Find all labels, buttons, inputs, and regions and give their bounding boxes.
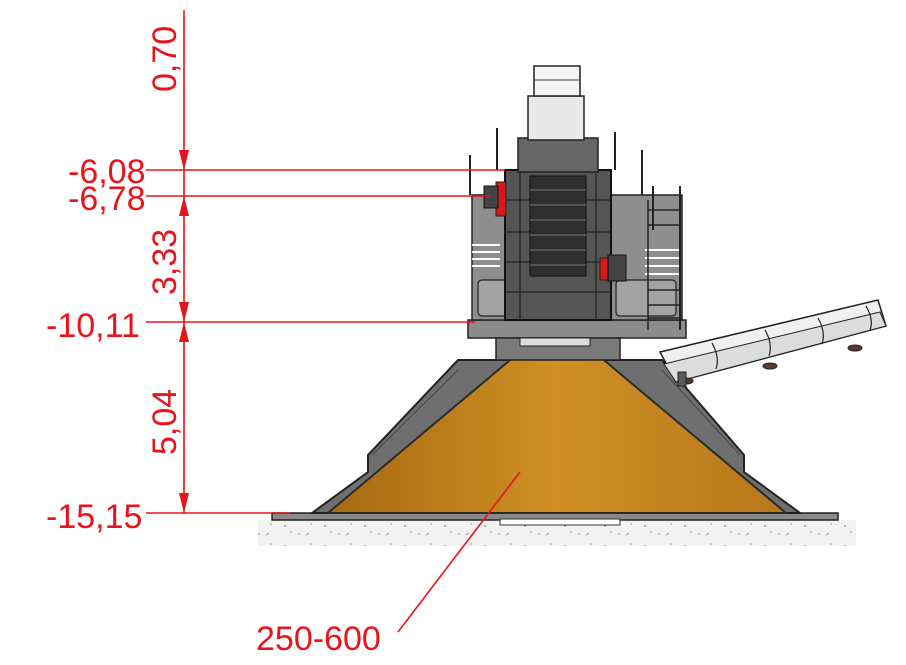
material-size-label: 250-600 bbox=[256, 620, 381, 658]
elevation-label-1: -6,08 bbox=[68, 153, 146, 191]
belt-conveyor-icon bbox=[658, 299, 887, 387]
foundation-slab bbox=[258, 512, 856, 546]
crusher-station-icon bbox=[467, 65, 687, 361]
height-label-middle: 3,33 bbox=[146, 229, 184, 295]
elevation-label-4: -15,15 bbox=[46, 498, 142, 536]
height-label-top: 0,70 bbox=[146, 26, 184, 92]
height-label-bottom: 5,04 bbox=[146, 389, 184, 455]
elevation-label-2: -6,78 bbox=[68, 180, 146, 218]
elevation-label-3: -10,11 bbox=[46, 307, 140, 345]
dimension-lines bbox=[146, 10, 505, 514]
material-leader-line bbox=[397, 471, 521, 633]
dimension-arrows bbox=[179, 150, 189, 513]
